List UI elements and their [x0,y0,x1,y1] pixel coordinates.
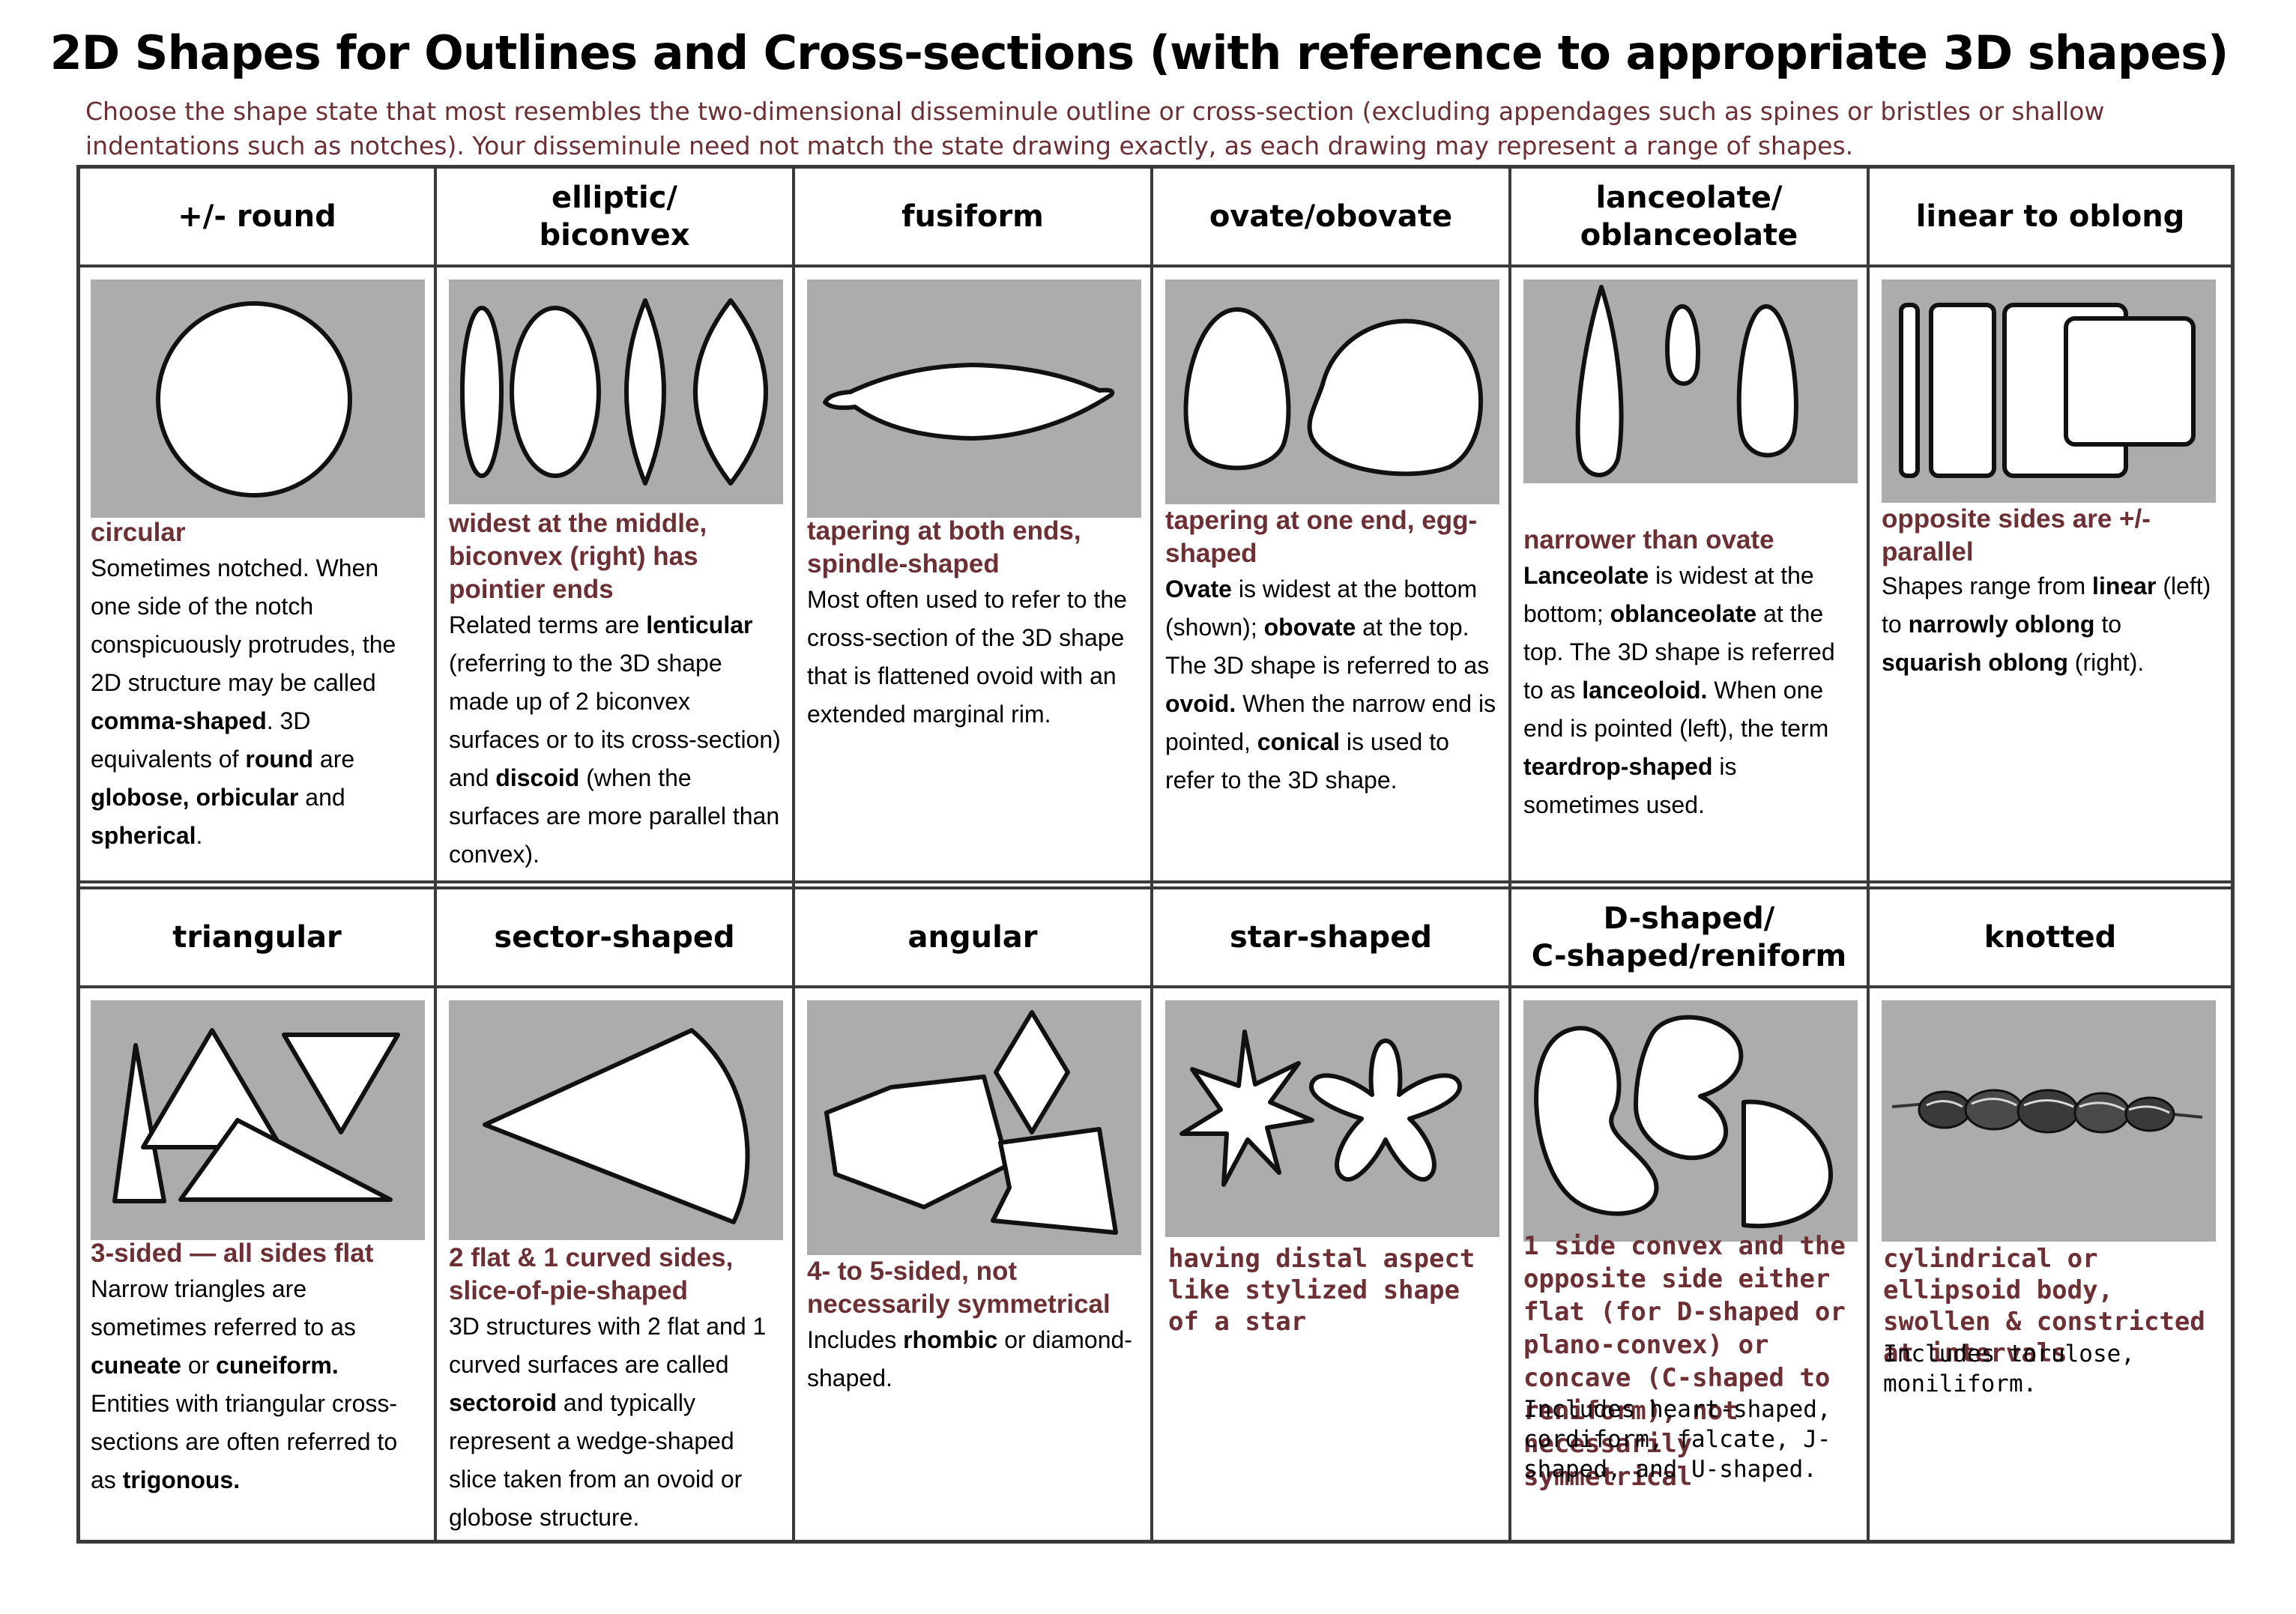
rule [792,169,795,1540]
body-knotted: Includes torulose, moniliform. [1883,1341,2135,1397]
header-angular: angular [907,920,1038,955]
bold-term: Ovate [1165,575,1232,602]
lead-sector: 2 flat & 1 curved sides, slice-of-pie-sh… [449,1243,734,1305]
bold-term: sectoroid [449,1389,558,1416]
body-ovate: Ovate is widest at the bottom (shown); o… [1165,575,1496,794]
bold-term: narrowly oblong [1908,611,2095,638]
image-triangular [91,1000,425,1240]
bold-term: discoid [495,764,580,791]
body-sector: 3D structures with 2 flat and 1 curved s… [449,1313,767,1531]
header-ovate: ovate/obovate [1209,199,1453,234]
bold-term: squarish oblong [1882,649,2068,676]
body-elliptic: Related terms are lenticular (referring … [449,611,781,868]
bold-term: comma-shaped [91,707,267,734]
bold-term: globose, orbicular [91,784,299,811]
bold-term: lanceoloid. [1582,677,1708,704]
body-round: Sometimes notched. When one side of the … [91,554,396,849]
header-elliptic: elliptic/ biconvex [539,181,690,253]
bold-term: spherical [91,822,196,849]
image-linear [1882,279,2216,503]
bold-term: conical [1257,728,1341,755]
header-round: +/- round [178,199,336,234]
rule [80,985,2231,988]
image-sector [449,1000,783,1240]
header-fusiform: fusiform [901,199,1044,234]
bold-term: obovate [1263,614,1356,641]
bold-term: lenticular [646,611,753,638]
image-round [91,279,425,518]
header-d-shaped: D-shaped/ C-shaped/reniform [1531,901,1847,973]
lead-lanceolate: narrower than ovate [1523,525,1774,554]
bold-term: Lanceolate [1523,562,1649,589]
bold-term: oblanceolate [1610,600,1757,627]
page-title: 2D Shapes for Outlines and Cross-section… [49,25,2229,80]
image-angular [807,1000,1141,1255]
rule [1150,169,1153,1540]
body-lanceolate: Lanceolate is widest at the bottom; obla… [1523,562,1835,818]
header-linear: linear to oblong [1915,199,2185,234]
lead-fusiform: tapering at both ends, spindle-shaped [807,516,1081,578]
bold-term: linear [2092,572,2157,599]
image-elliptic [449,279,783,504]
rule [1867,169,1870,1540]
lead-round: circular [91,518,186,547]
rule [80,265,2231,268]
intro-text: Choose the shape state that most resembl… [85,97,2105,160]
body-fusiform: Most often used to refer to the cross-se… [807,586,1127,728]
row-divider [80,880,2231,889]
header-sector: sector-shaped [494,920,735,955]
bold-term: teardrop-shaped [1523,753,1713,780]
rule [434,169,437,1540]
body-linear: Shapes range from linear (left) to narro… [1882,572,2211,676]
image-star [1165,1000,1499,1237]
header-lanceolate: lanceolate/ oblanceolate [1580,181,1798,253]
bold-term: rhombic [903,1326,998,1353]
lead-star: having distal aspect like stylized shape… [1168,1244,1475,1337]
header-triangular: triangular [172,920,342,955]
header-star: star-shaped [1230,920,1432,955]
body-angular: Includes rhombic or diamond-shaped. [807,1326,1132,1391]
lead-linear: opposite sides are +/- parallel [1882,504,2151,566]
lead-angular: 4- to 5-sided, not necessarily symmetric… [807,1257,1111,1319]
bold-term: cuneate [91,1352,181,1379]
bold-term: round [245,746,313,773]
rule [1508,169,1511,1540]
lead-ovate: tapering at one end, egg-shaped [1165,506,1478,568]
lead-knotted: cylindrical or ellipsoid body, swollen &… [1883,1244,2205,1368]
image-d-shaped [1523,1000,1858,1242]
shapes-table: +/- round elliptic/ biconvex fusiform ov… [76,165,2235,1544]
image-lanceolate [1523,279,1858,483]
bold-term: cuneiform. [216,1352,339,1379]
image-ovate [1165,279,1499,504]
body-d-shaped: Includes heart-shaped, cordiform, falcat… [1523,1396,1831,1483]
lead-d-shaped: 1 side convex and the opposite side eith… [1523,1231,1846,1492]
image-fusiform [807,279,1141,518]
bold-term: trigonous. [122,1466,241,1493]
image-knotted [1882,1000,2216,1242]
lead-elliptic: widest at the middle, biconvex (right) h… [449,509,707,604]
header-knotted: knotted [1984,920,2117,955]
body-triangular: Narrow triangles are sometimes referred … [91,1275,398,1493]
bold-term: ovoid. [1165,690,1236,717]
lead-triangular: 3-sided — all sides flat [91,1239,374,1268]
